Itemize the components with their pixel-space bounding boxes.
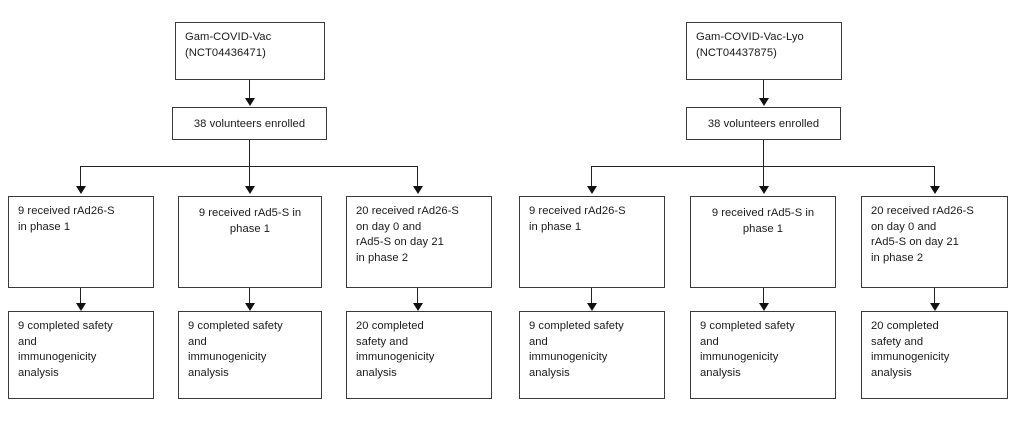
arrowhead-branch-right-arm1 bbox=[413, 186, 423, 194]
connector-alloc-to-complete-arm1-group3 bbox=[417, 288, 419, 304]
arrowhead-complete-arm2-group1 bbox=[587, 303, 597, 311]
arrowhead-complete-arm1-group1 bbox=[76, 303, 86, 311]
connector-branch-right-arm1 bbox=[417, 166, 419, 187]
connector-alloc-to-complete-arm2-group1 bbox=[591, 288, 593, 304]
arrowhead-complete-arm2-group2 bbox=[759, 303, 769, 311]
completion-box-arm2-group2: 9 completed safety and immunogenicity an… bbox=[690, 311, 836, 399]
allocation-box-arm2-group2: 9 received rAd5-S in phase 1 bbox=[690, 196, 836, 288]
allocation-box-arm2-group3: 20 received rAd26-S on day 0 and rAd5-S … bbox=[861, 196, 1008, 288]
connector-title-to-enrolled-arm1 bbox=[249, 80, 251, 99]
arm-title-box-gam-covid-vac-lyo: Gam-COVID-Vac-Lyo (NCT04437875) bbox=[686, 22, 842, 80]
arrowhead-branch-left-arm1 bbox=[76, 186, 86, 194]
completion-box-arm1-group3: 20 completed safety and immunogenicity a… bbox=[346, 311, 492, 399]
connector-title-to-enrolled-arm2 bbox=[763, 80, 765, 99]
connector-alloc-to-complete-arm2-group3 bbox=[934, 288, 936, 304]
arrowhead-title-to-enrolled-arm1 bbox=[245, 98, 255, 106]
connector-enrolled-stem-arm1 bbox=[249, 140, 251, 167]
connector-branch-middle-arm2 bbox=[763, 166, 765, 187]
allocation-box-arm2-group1: 9 received rAd26-S in phase 1 bbox=[519, 196, 665, 288]
allocation-box-arm1-group3: 20 received rAd26-S on day 0 and rAd5-S … bbox=[346, 196, 492, 288]
completion-box-arm1-group1: 9 completed safety and immunogenicity an… bbox=[8, 311, 154, 399]
arrowhead-branch-middle-arm1 bbox=[245, 186, 255, 194]
completion-box-arm2-group3: 20 completed safety and immunogenicity a… bbox=[861, 311, 1008, 399]
allocation-box-arm1-group2: 9 received rAd5-S in phase 1 bbox=[178, 196, 322, 288]
arrowhead-title-to-enrolled-arm2 bbox=[759, 98, 769, 106]
connector-alloc-to-complete-arm2-group2 bbox=[763, 288, 765, 304]
arrowhead-complete-arm1-group3 bbox=[413, 303, 423, 311]
allocation-box-arm1-group1: 9 received rAd26-S in phase 1 bbox=[8, 196, 154, 288]
arrowhead-complete-arm1-group2 bbox=[245, 303, 255, 311]
enrolled-box-arm2: 38 volunteers enrolled bbox=[686, 107, 841, 140]
enrolled-box-arm1: 38 volunteers enrolled bbox=[172, 107, 327, 140]
arm-title-box-gam-covid-vac: Gam-COVID-Vac (NCT04436471) bbox=[175, 22, 325, 80]
arrowhead-branch-middle-arm2 bbox=[759, 186, 769, 194]
arrowhead-branch-left-arm2 bbox=[587, 186, 597, 194]
arrowhead-complete-arm2-group3 bbox=[930, 303, 940, 311]
connector-branch-left-arm1 bbox=[80, 166, 82, 187]
arrowhead-branch-right-arm2 bbox=[930, 186, 940, 194]
connector-branch-middle-arm1 bbox=[249, 166, 251, 187]
connector-enrolled-stem-arm2 bbox=[763, 140, 765, 167]
connector-branch-right-arm2 bbox=[934, 166, 936, 187]
connector-branch-left-arm2 bbox=[591, 166, 593, 187]
completion-box-arm1-group2: 9 completed safety and immunogenicity an… bbox=[178, 311, 322, 399]
completion-box-arm2-group1: 9 completed safety and immunogenicity an… bbox=[519, 311, 665, 399]
connector-alloc-to-complete-arm1-group1 bbox=[80, 288, 82, 304]
connector-alloc-to-complete-arm1-group2 bbox=[249, 288, 251, 304]
